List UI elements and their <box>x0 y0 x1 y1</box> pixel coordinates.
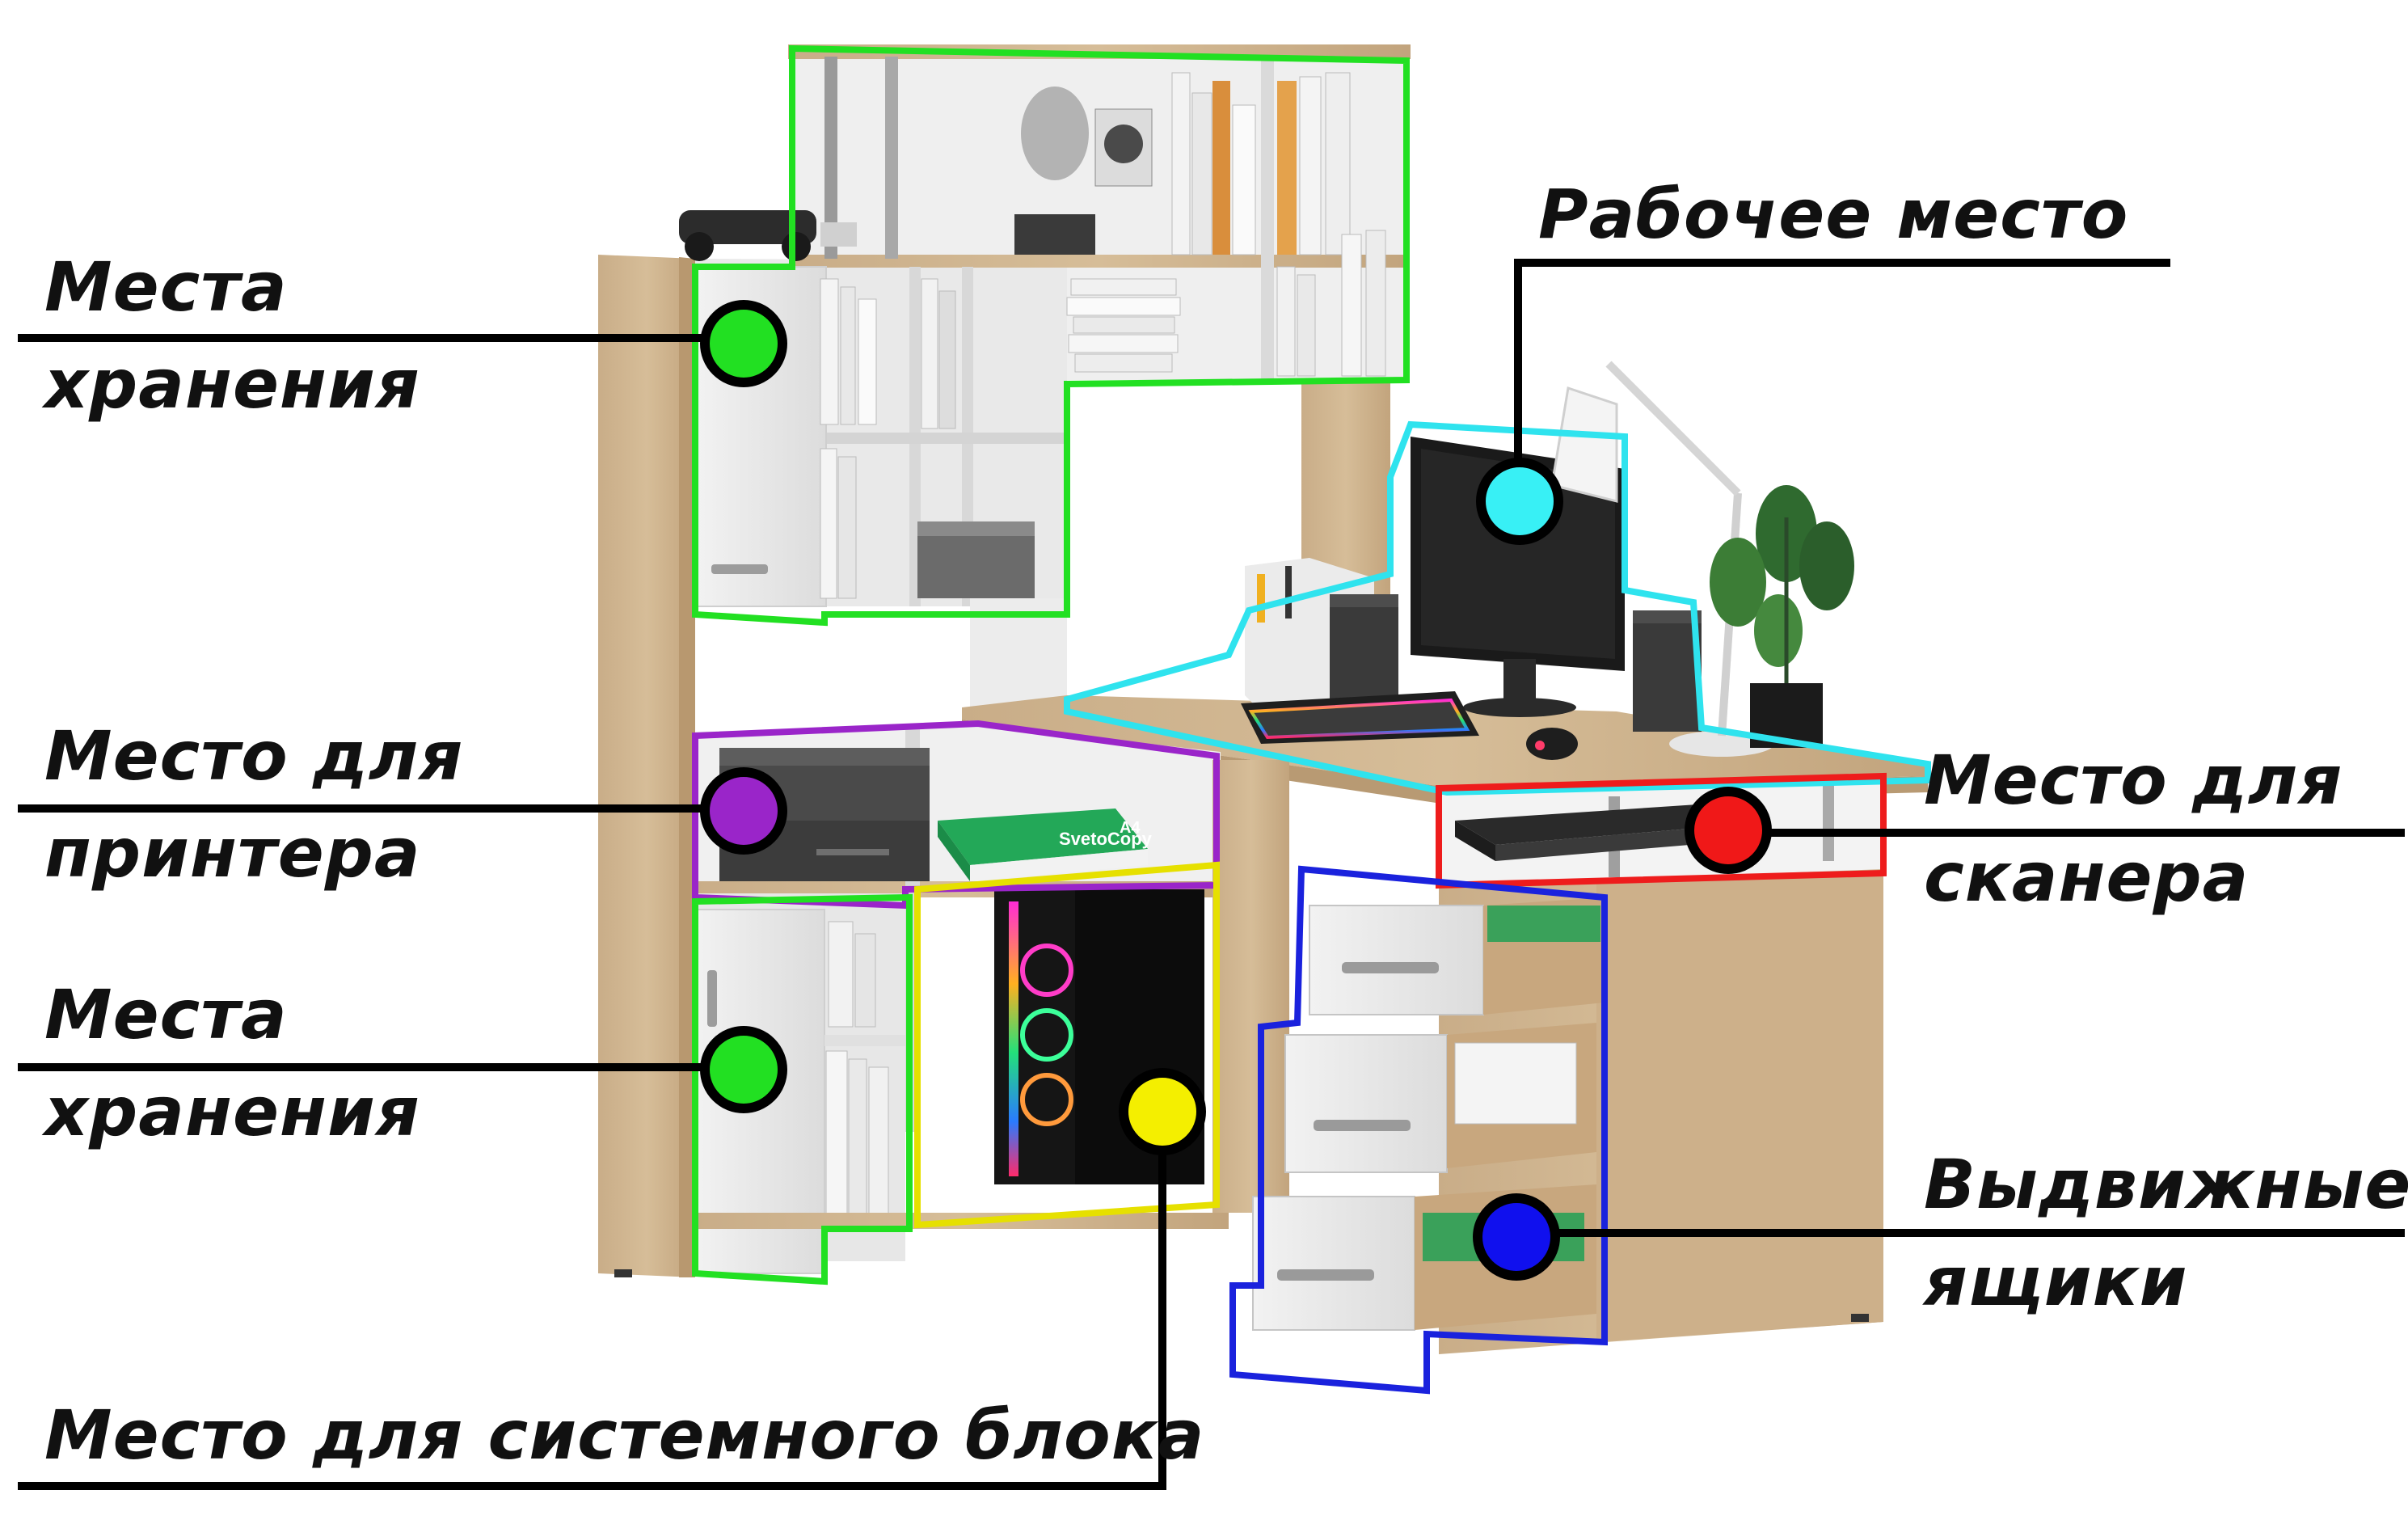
marker-drawers <box>1473 1193 1560 1281</box>
leader-system-unit <box>18 1124 1166 1490</box>
zone-outline-storage-top <box>692 44 1410 627</box>
books-upper <box>820 72 1386 599</box>
label-storage-top-line2: хранения <box>44 344 420 424</box>
label-printer-line2: принтера <box>44 813 421 893</box>
zone-outline-scanner <box>1436 772 1887 889</box>
label-drawers-line1: Выдвижные <box>1924 1145 2408 1224</box>
left-side-panel <box>598 255 695 1277</box>
metal-post <box>885 57 898 259</box>
markers <box>700 300 1772 1281</box>
paper-ream: SvetoCopy A4 <box>938 808 1153 881</box>
leader-lines <box>18 259 2405 1490</box>
paper-size: A4 <box>1120 819 1141 837</box>
marker-storage-top <box>700 300 787 387</box>
monitor <box>1411 437 1625 717</box>
zone-outline-system-unit <box>914 861 1220 1229</box>
door-handle <box>707 970 717 1027</box>
shelf-board <box>824 1035 905 1046</box>
zone-outline-workplace <box>1064 420 1931 796</box>
label-storage-bottom-line2: хранения <box>44 1072 420 1151</box>
zone-outline-storage-bottom <box>692 893 913 1285</box>
label-workplace: Рабочее место <box>1538 175 2129 254</box>
label-printer-line1: Место для <box>44 716 464 796</box>
center-wood-panel <box>1212 760 1289 1213</box>
paper-brand: SvetoCopy <box>1059 829 1153 849</box>
label-storage-top-line1: Места <box>44 247 288 327</box>
marker-workplace <box>1476 458 1563 545</box>
marker-scanner <box>1685 787 1772 874</box>
marker-printer <box>700 767 787 855</box>
zone-outlines <box>692 44 1931 1395</box>
door-handle <box>711 564 768 574</box>
desk-furniture: SvetoCopy A4 <box>598 44 1928 1354</box>
leader-workplace <box>1514 259 2170 497</box>
plant <box>1710 485 1854 748</box>
drawer-cabinet-side <box>1596 865 1883 1342</box>
label-scanner-line2: сканера <box>1924 838 2250 917</box>
label-scanner-line1: Место для <box>1924 741 2343 820</box>
mid-shelf-board <box>792 255 1406 268</box>
shelf-divider <box>1261 58 1274 382</box>
label-system-unit: Место для системного блока <box>44 1395 1205 1475</box>
zone-outline-drawers <box>1229 865 1608 1395</box>
drawers <box>1252 897 1605 1331</box>
label-storage-bottom-line1: Места <box>44 975 288 1054</box>
speaker-right <box>1633 610 1702 732</box>
metal-post <box>1823 784 1834 861</box>
left-panel-edge <box>679 257 695 1277</box>
shelf-board <box>824 433 1067 444</box>
metal-post <box>824 57 837 259</box>
scanner <box>1455 804 1738 861</box>
mouse <box>1526 728 1578 760</box>
marker-storage-bottom <box>700 1026 787 1113</box>
decor-top <box>679 87 1153 261</box>
marker-system-unit <box>1119 1068 1206 1155</box>
desktop-surface <box>962 695 1928 788</box>
label-drawers-line2: ящики <box>1924 1242 2188 1321</box>
books-lower <box>825 921 889 1222</box>
keyboard <box>1241 691 1479 744</box>
